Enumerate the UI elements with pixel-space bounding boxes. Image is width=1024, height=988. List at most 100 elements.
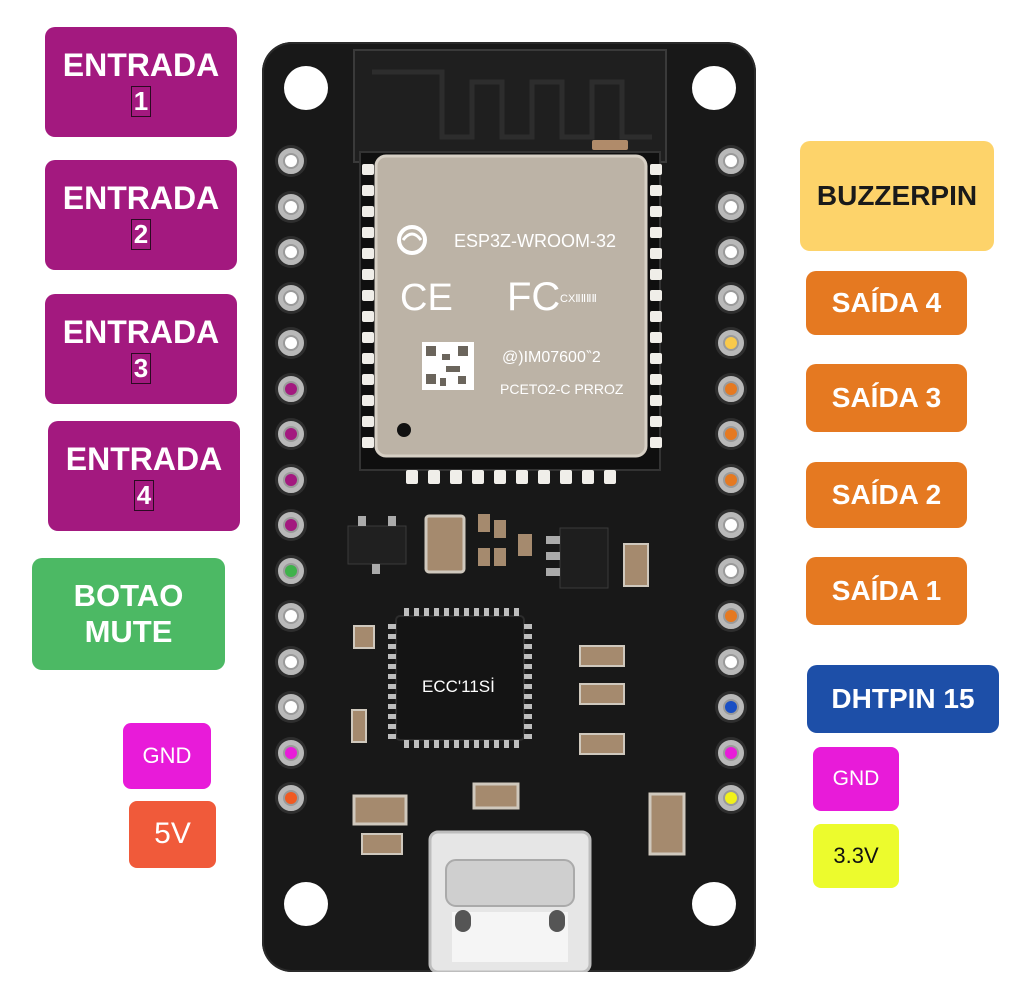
module-pad — [650, 227, 662, 238]
left-pin-marker — [285, 701, 297, 713]
resistor-3 — [478, 548, 490, 566]
chip-pin — [434, 740, 439, 748]
left-pin-marker — [285, 610, 297, 622]
saida-3-text: SAÍDA 3 — [831, 381, 942, 413]
module-pad — [650, 290, 662, 301]
chip-pin — [514, 740, 519, 748]
right-header-pin — [718, 785, 744, 811]
gnd-left-text: GND — [142, 743, 192, 769]
module-pad — [650, 248, 662, 259]
left-header-pin — [278, 421, 304, 447]
chip-pin — [484, 740, 489, 748]
right-header-pin — [718, 239, 744, 265]
chip-pin — [434, 608, 439, 616]
left-header-pin — [278, 330, 304, 356]
chip-pin — [504, 608, 509, 616]
module-pad — [362, 395, 374, 406]
right-pin-marker — [725, 473, 737, 486]
module-pad — [428, 470, 440, 484]
module-pad — [362, 332, 374, 343]
label-entrada-1: ENTRADA 1 — [45, 27, 237, 137]
right-pin-marker — [725, 155, 737, 167]
module-pad — [650, 164, 662, 175]
left-pin-marker — [285, 519, 297, 531]
chip-pin — [388, 714, 396, 719]
chip-pin — [524, 664, 532, 669]
pin1-dot — [397, 423, 411, 437]
module-pad — [362, 185, 374, 196]
label-gnd-right: GND — [813, 747, 899, 811]
left-pin-marker — [285, 428, 297, 440]
chip-pin — [524, 674, 532, 679]
module-pad — [650, 437, 662, 448]
right-header-pin — [718, 330, 744, 356]
left-header-pin — [278, 739, 304, 766]
chip-pin — [454, 608, 459, 616]
gnd-right-text: GND — [832, 766, 880, 790]
chip-pins — [388, 608, 532, 748]
left-pin-marker — [285, 155, 297, 167]
resistor-6 — [579, 645, 625, 667]
entrada-4-word: ENTRADA — [65, 441, 223, 478]
label-entrada-2: ENTRADA 2 — [45, 160, 237, 270]
chip-pin — [524, 734, 532, 739]
entrada-3-number: 3 — [130, 353, 152, 384]
capacitor-2 — [623, 543, 649, 587]
id-code-text: @)IM07600‶2 — [502, 349, 601, 366]
chip-pin — [444, 740, 449, 748]
chip-pin — [388, 704, 396, 709]
mount-hole-top-left — [284, 66, 328, 110]
chip-pin — [454, 740, 459, 748]
chip-pin — [494, 740, 499, 748]
module-name-text: ESP3Z-WROOM-32 — [454, 231, 616, 251]
label-5v: 5V — [129, 801, 216, 868]
right-header-pin — [718, 603, 744, 629]
left-pin-marker — [285, 564, 297, 577]
module-pad — [604, 470, 616, 484]
entrada-4-number: 4 — [133, 480, 155, 511]
chip-pin — [404, 608, 409, 616]
chip-pin — [464, 608, 469, 616]
right-pin-marker — [725, 792, 737, 804]
module-pad — [362, 353, 374, 364]
label-saida-4: SAÍDA 4 — [806, 271, 967, 335]
resistor-1 — [478, 514, 490, 532]
label-gnd-left: GND — [123, 723, 211, 789]
buzzerpin-text: BUZZERPIN — [816, 179, 978, 211]
right-pin-marker — [725, 519, 737, 531]
module-pad — [650, 269, 662, 280]
chip-pin — [474, 740, 479, 748]
chip-pin — [388, 624, 396, 629]
left-header-pin — [278, 148, 304, 174]
right-header-pin — [718, 193, 744, 220]
capacitor-1 — [424, 514, 466, 574]
right-header-pin — [718, 466, 744, 493]
saida-4-text: SAÍDA 4 — [831, 286, 942, 318]
label-entrada-3: ENTRADA 3 — [45, 294, 237, 404]
chip-pin — [524, 724, 532, 729]
part-code-text: PCETO2-C PRROZ — [500, 381, 624, 397]
chip-pin — [388, 684, 396, 689]
module-pad — [650, 206, 662, 217]
capacitor-7 — [648, 792, 686, 856]
micro-usb-connector — [428, 830, 592, 972]
chip-pin — [524, 714, 532, 719]
chip-pin — [444, 608, 449, 616]
right-header-pin — [718, 557, 744, 584]
label-saida-3: SAÍDA 3 — [806, 364, 967, 432]
capacitor-3 — [353, 625, 375, 649]
module-pad — [650, 311, 662, 322]
label-saida-2: SAÍDA 2 — [806, 462, 967, 528]
chip-pin — [388, 634, 396, 639]
entrada-2-number: 2 — [130, 219, 152, 250]
small-mark-text: CXⅡⅡⅡⅡ — [560, 293, 597, 305]
saida-2-text: SAÍDA 2 — [831, 478, 942, 510]
left-header-pin — [278, 603, 304, 629]
left-header-pin — [278, 694, 304, 720]
label-dhtpin: DHTPIN 15 — [807, 665, 999, 733]
left-pin-marker — [285, 655, 297, 668]
right-pin-marker — [725, 246, 737, 258]
capacitor-5 — [352, 794, 408, 826]
right-pin-marker — [725, 291, 737, 304]
module-pad — [650, 353, 662, 364]
